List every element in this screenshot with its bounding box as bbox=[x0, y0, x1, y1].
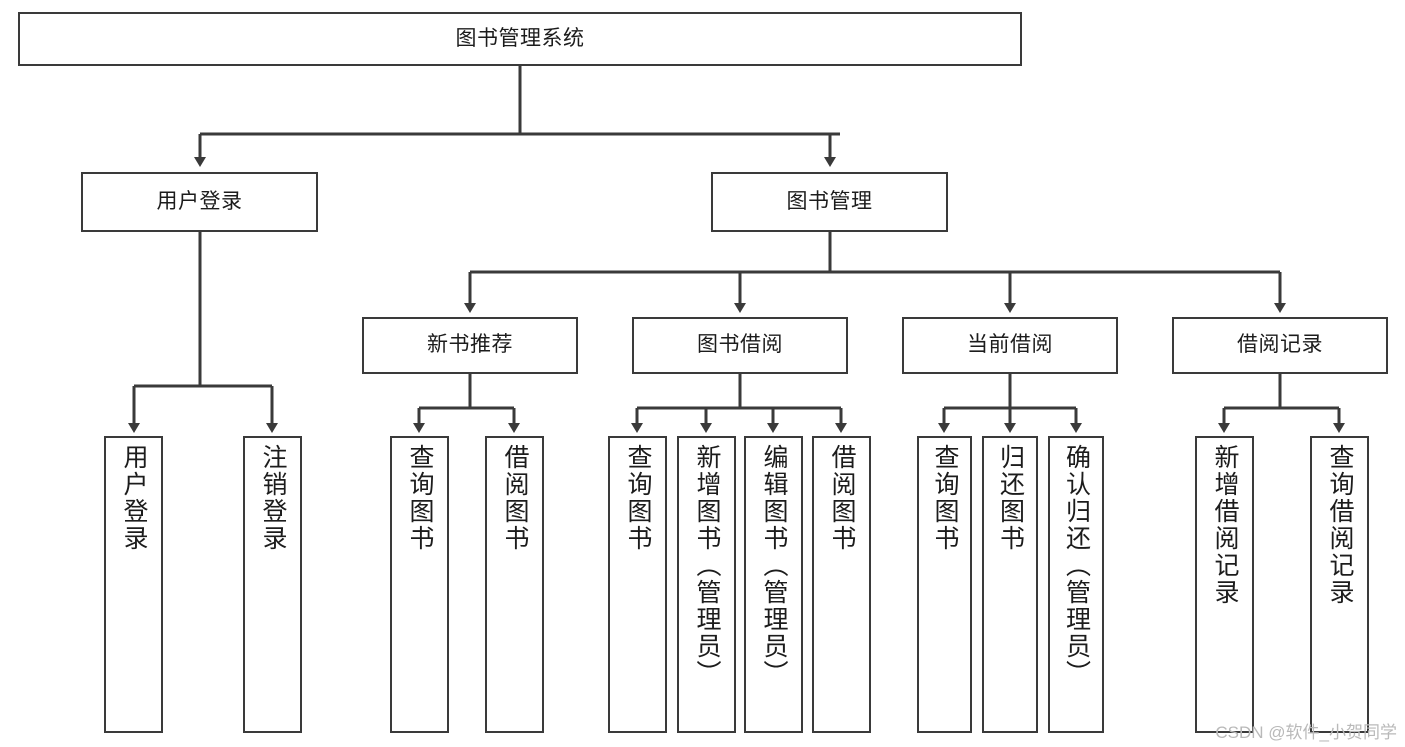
node-borrow-book-2[interactable]: 借阅图书 bbox=[812, 436, 871, 733]
node-add-borrow-record[interactable]: 新增借阅记录 bbox=[1195, 436, 1254, 733]
node-borrow-record-label: 借阅记录 bbox=[1237, 333, 1323, 357]
node-edit-book[interactable]: 编辑图书（管理员） bbox=[744, 436, 803, 733]
node-add-borrow-record-label: 新增借阅记录 bbox=[1211, 444, 1239, 606]
node-query-book-3-label: 查询图书 bbox=[931, 444, 959, 552]
node-borrow-book-1-label: 借阅图书 bbox=[501, 444, 529, 552]
node-new-book-recommend[interactable]: 新书推荐 bbox=[362, 317, 578, 374]
node-query-borrow-record[interactable]: 查询借阅记录 bbox=[1310, 436, 1369, 733]
node-book-borrow-label: 图书借阅 bbox=[697, 333, 783, 357]
node-book-management[interactable]: 图书管理 bbox=[711, 172, 948, 232]
node-query-book-2-label: 查询图书 bbox=[624, 444, 652, 552]
node-borrow-book-1[interactable]: 借阅图书 bbox=[485, 436, 544, 733]
node-logout[interactable]: 注销登录 bbox=[243, 436, 302, 733]
node-add-book-label: 新增图书（管理员） bbox=[693, 444, 721, 687]
node-root[interactable]: 图书管理系统 bbox=[18, 12, 1022, 66]
node-query-borrow-record-label: 查询借阅记录 bbox=[1326, 444, 1354, 606]
node-login-label: 用户登录 bbox=[120, 444, 148, 552]
node-logout-label: 注销登录 bbox=[259, 444, 287, 552]
node-book-management-label: 图书管理 bbox=[786, 189, 873, 213]
node-login[interactable]: 用户登录 bbox=[104, 436, 163, 733]
node-add-book[interactable]: 新增图书（管理员） bbox=[677, 436, 736, 733]
node-user-login[interactable]: 用户登录 bbox=[81, 172, 318, 232]
node-query-book-1-label: 查询图书 bbox=[406, 444, 434, 552]
node-query-book-3[interactable]: 查询图书 bbox=[917, 436, 972, 733]
node-current-borrow[interactable]: 当前借阅 bbox=[902, 317, 1118, 374]
node-query-book-2[interactable]: 查询图书 bbox=[608, 436, 667, 733]
node-new-book-recommend-label: 新书推荐 bbox=[427, 333, 513, 357]
node-current-borrow-label: 当前借阅 bbox=[967, 333, 1053, 357]
watermark: CSDN @软件_小贺同学 bbox=[1215, 723, 1397, 742]
node-confirm-return-label: 确认归还（管理员） bbox=[1062, 444, 1091, 687]
node-user-login-label: 用户登录 bbox=[156, 189, 243, 213]
node-return-book[interactable]: 归还图书 bbox=[982, 436, 1038, 733]
node-book-borrow[interactable]: 图书借阅 bbox=[632, 317, 848, 374]
node-return-book-label: 归还图书 bbox=[996, 444, 1025, 552]
node-borrow-book-2-label: 借阅图书 bbox=[828, 444, 856, 552]
node-confirm-return[interactable]: 确认归还（管理员） bbox=[1048, 436, 1104, 733]
node-query-book-1[interactable]: 查询图书 bbox=[390, 436, 449, 733]
node-borrow-record[interactable]: 借阅记录 bbox=[1172, 317, 1388, 374]
node-edit-book-label: 编辑图书（管理员） bbox=[760, 444, 788, 687]
node-root-label: 图书管理系统 bbox=[455, 26, 585, 50]
